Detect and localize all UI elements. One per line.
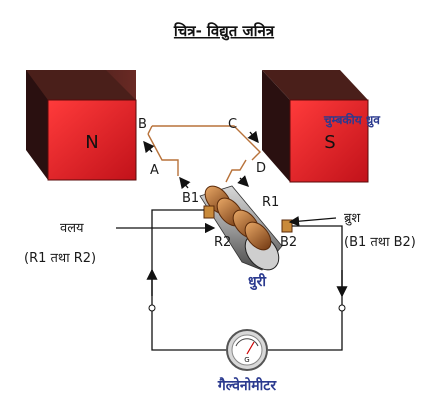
ring-r2-label: R2 xyxy=(214,235,231,250)
brush-b1-label: B1 xyxy=(182,191,199,206)
ring-note: (R1 तथा R2) xyxy=(24,251,96,266)
axle-label: धुरी xyxy=(248,273,267,291)
brush-b1 xyxy=(203,205,215,219)
brush-note: (B1 तथा B2) xyxy=(344,235,416,250)
south-magnet: S xyxy=(262,70,369,183)
galvanometer-dial-label: G xyxy=(244,356,249,364)
terminal-right xyxy=(338,304,346,312)
coil-current-arrows xyxy=(143,130,259,190)
galvanometer: G xyxy=(226,329,268,371)
brush-label: ब्रुश xyxy=(344,211,361,226)
brush-b2-label: B2 xyxy=(280,235,297,250)
ring-label: वलय xyxy=(60,221,84,236)
diagram-title: चित्र- विद्युत जनित्र xyxy=(173,22,275,41)
coil-loop xyxy=(147,125,261,183)
terminal-left xyxy=(148,304,156,312)
ring-r1-label: R1 xyxy=(262,195,279,210)
north-pole-label: N xyxy=(85,132,98,153)
coil-point-d: D xyxy=(256,161,266,176)
pole-caption: चुम्बकीय ध्रुव xyxy=(323,113,381,128)
coil-point-a: A xyxy=(150,163,159,178)
coil-point-b: B xyxy=(138,117,147,132)
galvanometer-label: गैल्वेनोमीटर xyxy=(217,377,277,394)
coil-point-c: C xyxy=(228,117,237,132)
brush-pointer-arrow xyxy=(288,216,337,227)
south-pole-label: S xyxy=(324,132,335,153)
north-magnet: N xyxy=(26,70,137,181)
